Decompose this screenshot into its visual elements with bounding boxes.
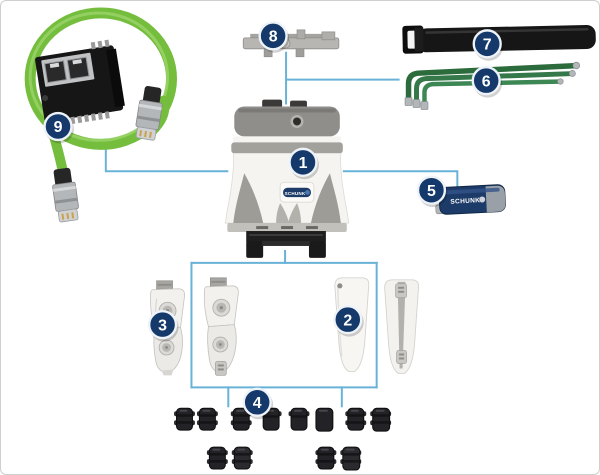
fastening-strap xyxy=(402,25,596,54)
insert-piece xyxy=(340,446,362,471)
callout-number: 7 xyxy=(483,36,492,53)
insert-piece xyxy=(315,446,337,470)
callout-number: 8 xyxy=(269,29,278,46)
connector-lines xyxy=(104,51,459,408)
callout-number: 6 xyxy=(482,73,491,90)
callout-8: 8 xyxy=(258,21,290,53)
callout-number: 4 xyxy=(253,395,262,412)
callout-6: 6 xyxy=(471,66,503,98)
ethernet-port-icon xyxy=(66,56,90,80)
ethernet-cable-assembly xyxy=(24,7,178,223)
hex-key-large xyxy=(405,62,577,105)
callout-4: 4 xyxy=(242,387,274,420)
line-body-to-usb xyxy=(342,170,459,194)
insert-piece xyxy=(288,407,310,431)
callout-3: 3 xyxy=(147,309,179,342)
gripper-base-unit: SCHUNK xyxy=(224,99,350,258)
insert-piece xyxy=(345,407,367,431)
callout-9: 9 xyxy=(43,111,74,144)
hex-key-medium xyxy=(414,71,573,107)
insert-piece xyxy=(196,407,218,431)
callout-number: 1 xyxy=(299,155,308,172)
hex-key-tips xyxy=(404,61,581,110)
line-cable-to-body xyxy=(104,138,229,173)
finger-pin-icon xyxy=(337,283,343,289)
callout-2: 2 xyxy=(333,305,364,337)
callout-number: 9 xyxy=(54,119,63,136)
top-connector xyxy=(262,99,283,109)
insert-piece xyxy=(315,407,334,432)
callout-5: 5 xyxy=(416,175,448,208)
callout-number: 2 xyxy=(343,312,352,329)
callout-7: 7 xyxy=(472,29,504,61)
usb-logo-text: SCHUNK xyxy=(450,197,480,206)
callout-badges: 1 2 3 4 5 6 7 xyxy=(43,21,504,420)
rj45-connector-right xyxy=(135,86,163,141)
smooth-finger xyxy=(384,279,420,374)
cable-loop-highlight xyxy=(28,11,170,142)
hex-key-set xyxy=(404,61,581,110)
schunk-logo-text: SCHUNK xyxy=(285,191,306,196)
ethernet-port-icon xyxy=(44,60,67,84)
hex-key-small xyxy=(422,79,561,108)
interface-module xyxy=(35,39,125,127)
collar-band xyxy=(231,142,343,154)
usb-flash-drive: SCHUNK xyxy=(435,184,506,215)
module-pins-top xyxy=(90,39,110,50)
finger-gasket-strip xyxy=(397,281,406,369)
mounting-bracket xyxy=(242,27,340,58)
body-left-foot xyxy=(233,173,264,224)
insert-piece xyxy=(206,446,228,470)
head-cap xyxy=(234,106,340,137)
usb-cap xyxy=(485,185,506,213)
quick-change-bracket xyxy=(246,231,326,258)
body-right-foot xyxy=(310,173,341,224)
callout-1: 1 xyxy=(288,147,319,180)
insert-piece xyxy=(230,407,252,431)
callout-number: 5 xyxy=(427,183,436,200)
insert-piece xyxy=(174,407,195,431)
articulated-finger xyxy=(203,277,239,376)
rj45-connector-bottom xyxy=(52,167,79,223)
callout-number: 3 xyxy=(158,317,167,334)
insert-piece xyxy=(231,446,253,470)
insert-piece xyxy=(370,407,392,432)
schunk-logo-plate: SCHUNK xyxy=(279,181,315,203)
fingertip-insert-set xyxy=(174,407,392,471)
